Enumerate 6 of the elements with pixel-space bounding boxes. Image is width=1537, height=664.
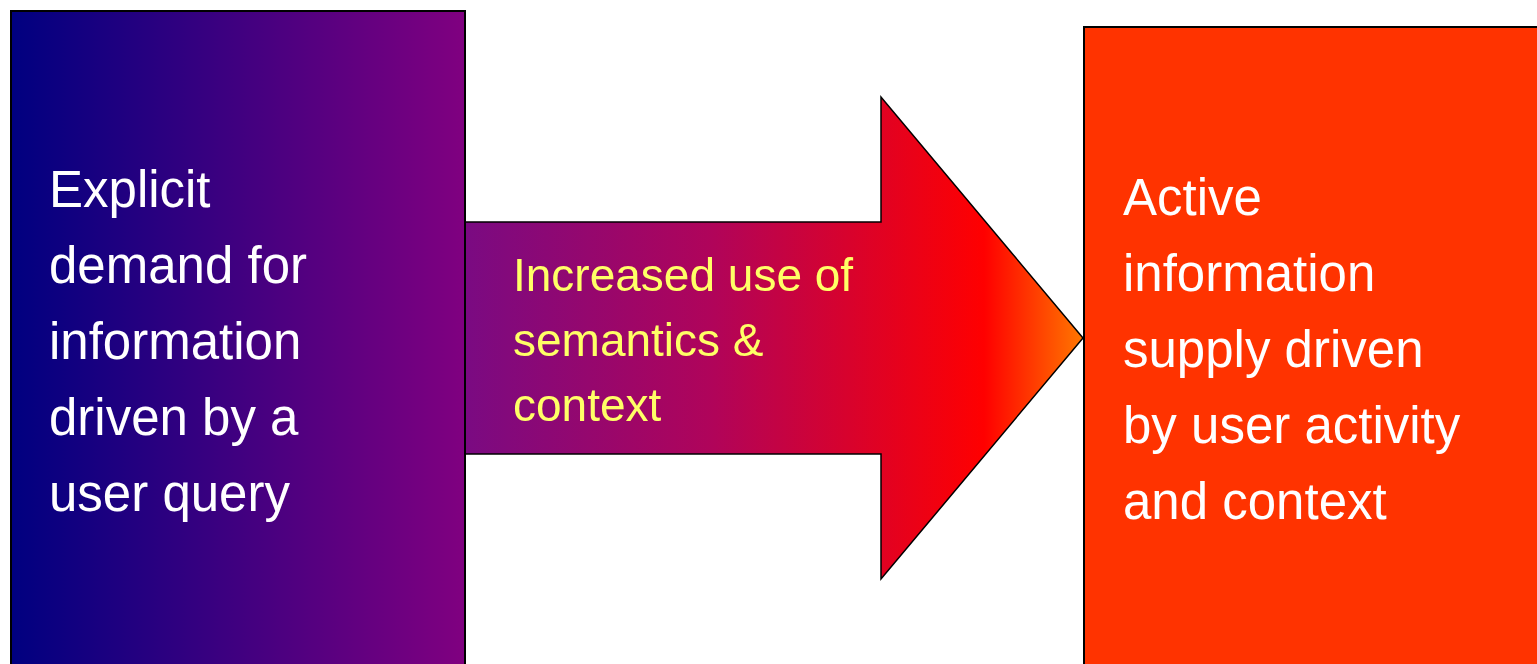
box-text: Explicit demand for information driven by a user query — [49, 160, 308, 524]
block-arrow — [464, 94, 1084, 582]
edge-label: Increased use of semantics & context — [513, 248, 855, 433]
box-text: Active information supply driven by user activity and context — [1123, 168, 1462, 532]
text-box — [10, 10, 466, 664]
text-box — [1083, 26, 1537, 664]
